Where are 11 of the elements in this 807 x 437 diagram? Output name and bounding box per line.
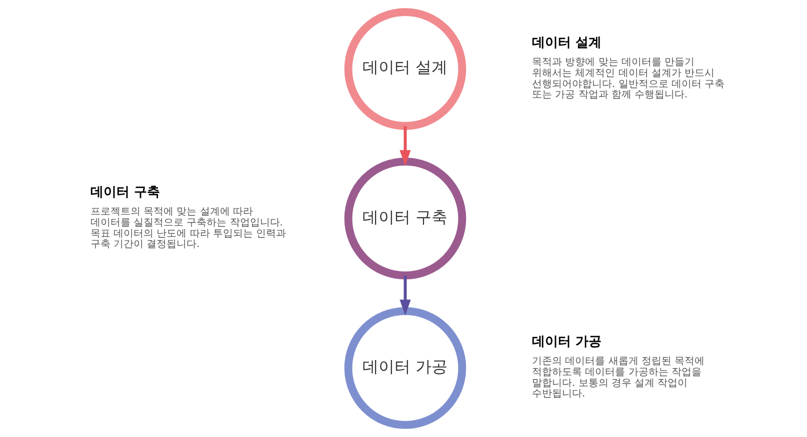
label: 기존의 데이터를 새롭게 정립된 목적에 적합하도록 데이터를 가공하는 작업을 말합니다. 보통의 경우 설계 작업이 수반됩니다. — [531, 356, 704, 400]
node-circle: 데이터 구축 — [344, 158, 466, 280]
label: 프로젝트의 목적에 맞는 설계에 따라 데이터를 실질적으로 구축하는 작업입니다. 목표 데이터의 난도에 따라 투입되는 인력과 구축 기간이 결정됩니다. — [90, 206, 286, 250]
node-circle: 데이터 가공 — [344, 307, 466, 429]
label: 데이터 구축 — [90, 185, 160, 200]
label: 목적과 방향에 맞는 데이터를 만들기 위해서는 체계적인 데이터 설계가 반드시 선행되어야합니다. 일반적으로 데이터 구축 또는 가공 작업과 함께 수행됩니다. — [531, 57, 724, 101]
label: 데이터 가공 — [531, 334, 601, 350]
arrow — [399, 276, 410, 316]
label: 데이터 설계 — [531, 36, 601, 51]
arrow — [399, 126, 410, 166]
node-circle: 데이터 설계 — [344, 8, 466, 130]
